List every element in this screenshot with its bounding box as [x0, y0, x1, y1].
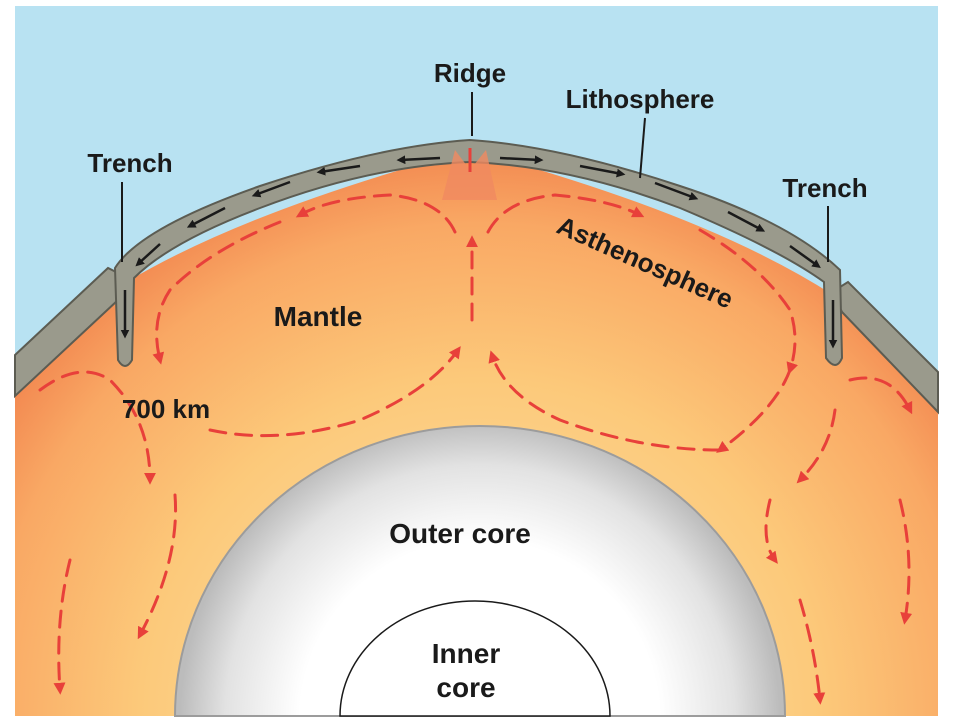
- inner-core-label-line1: Inner: [432, 638, 501, 669]
- convection-arrow-outer-left-low: [53, 558, 72, 695]
- convection-arrow-right-bottom: [488, 350, 722, 452]
- convection-arrow-outer-right-low: [798, 598, 826, 705]
- convection-arrow-right-down: [716, 368, 792, 453]
- plate-arrow-left-4: [186, 206, 226, 228]
- convection-arrow-outer-left-down: [137, 493, 178, 640]
- trench-left-label: Trench: [87, 148, 172, 178]
- outer-core-label: Outer core: [389, 518, 531, 549]
- ridge-magma: [442, 150, 497, 200]
- plate-arrow-right-2: [579, 164, 626, 178]
- lithosphere-plate: [113, 138, 844, 367]
- plate-arrow-right-4: [727, 210, 766, 232]
- convection-arrow-left-top: [152, 220, 282, 365]
- mantle-label: Mantle: [274, 301, 363, 332]
- plate-motion-arrows: [120, 155, 838, 349]
- convection-arrow-outer-right: [848, 376, 913, 415]
- inner-core: [339, 600, 611, 717]
- plate-arrow-right-5: [789, 244, 821, 269]
- convection-arrow-outer-right-down: [764, 498, 778, 564]
- lithosphere-label: Lithosphere: [566, 84, 715, 114]
- ridge-label: Ridge: [434, 58, 506, 88]
- plate-arrow-left-2: [316, 164, 361, 176]
- plate-arrow-left-5: [135, 243, 161, 267]
- convection-arrow-far-right: [898, 498, 913, 625]
- inner-core-label-line2: core: [436, 672, 495, 703]
- depth-700-label: 700 km: [122, 394, 210, 424]
- plate-arrow-right-1: [499, 155, 544, 165]
- convection-arrow-right-top: [698, 228, 798, 375]
- convection-arrow-outer-left: [38, 370, 156, 485]
- plate-arrow-left-1: [396, 155, 441, 165]
- leader-lithosphere: [639, 117, 646, 179]
- convection-arrows: [38, 193, 913, 705]
- convection-arrow-ridge-left: [295, 193, 457, 234]
- convection-arrow-ridge-right: [486, 193, 645, 234]
- leader-lines: [121, 92, 829, 262]
- plate-arrow-left-3: [251, 180, 291, 198]
- convection-arrow-outer-right-top: [796, 408, 837, 484]
- convection-arrow-left-bottom: [208, 346, 461, 438]
- plate-arrow-right-3: [654, 181, 699, 201]
- trench-right-label: Trench: [782, 173, 867, 203]
- outer-core: [173, 425, 787, 717]
